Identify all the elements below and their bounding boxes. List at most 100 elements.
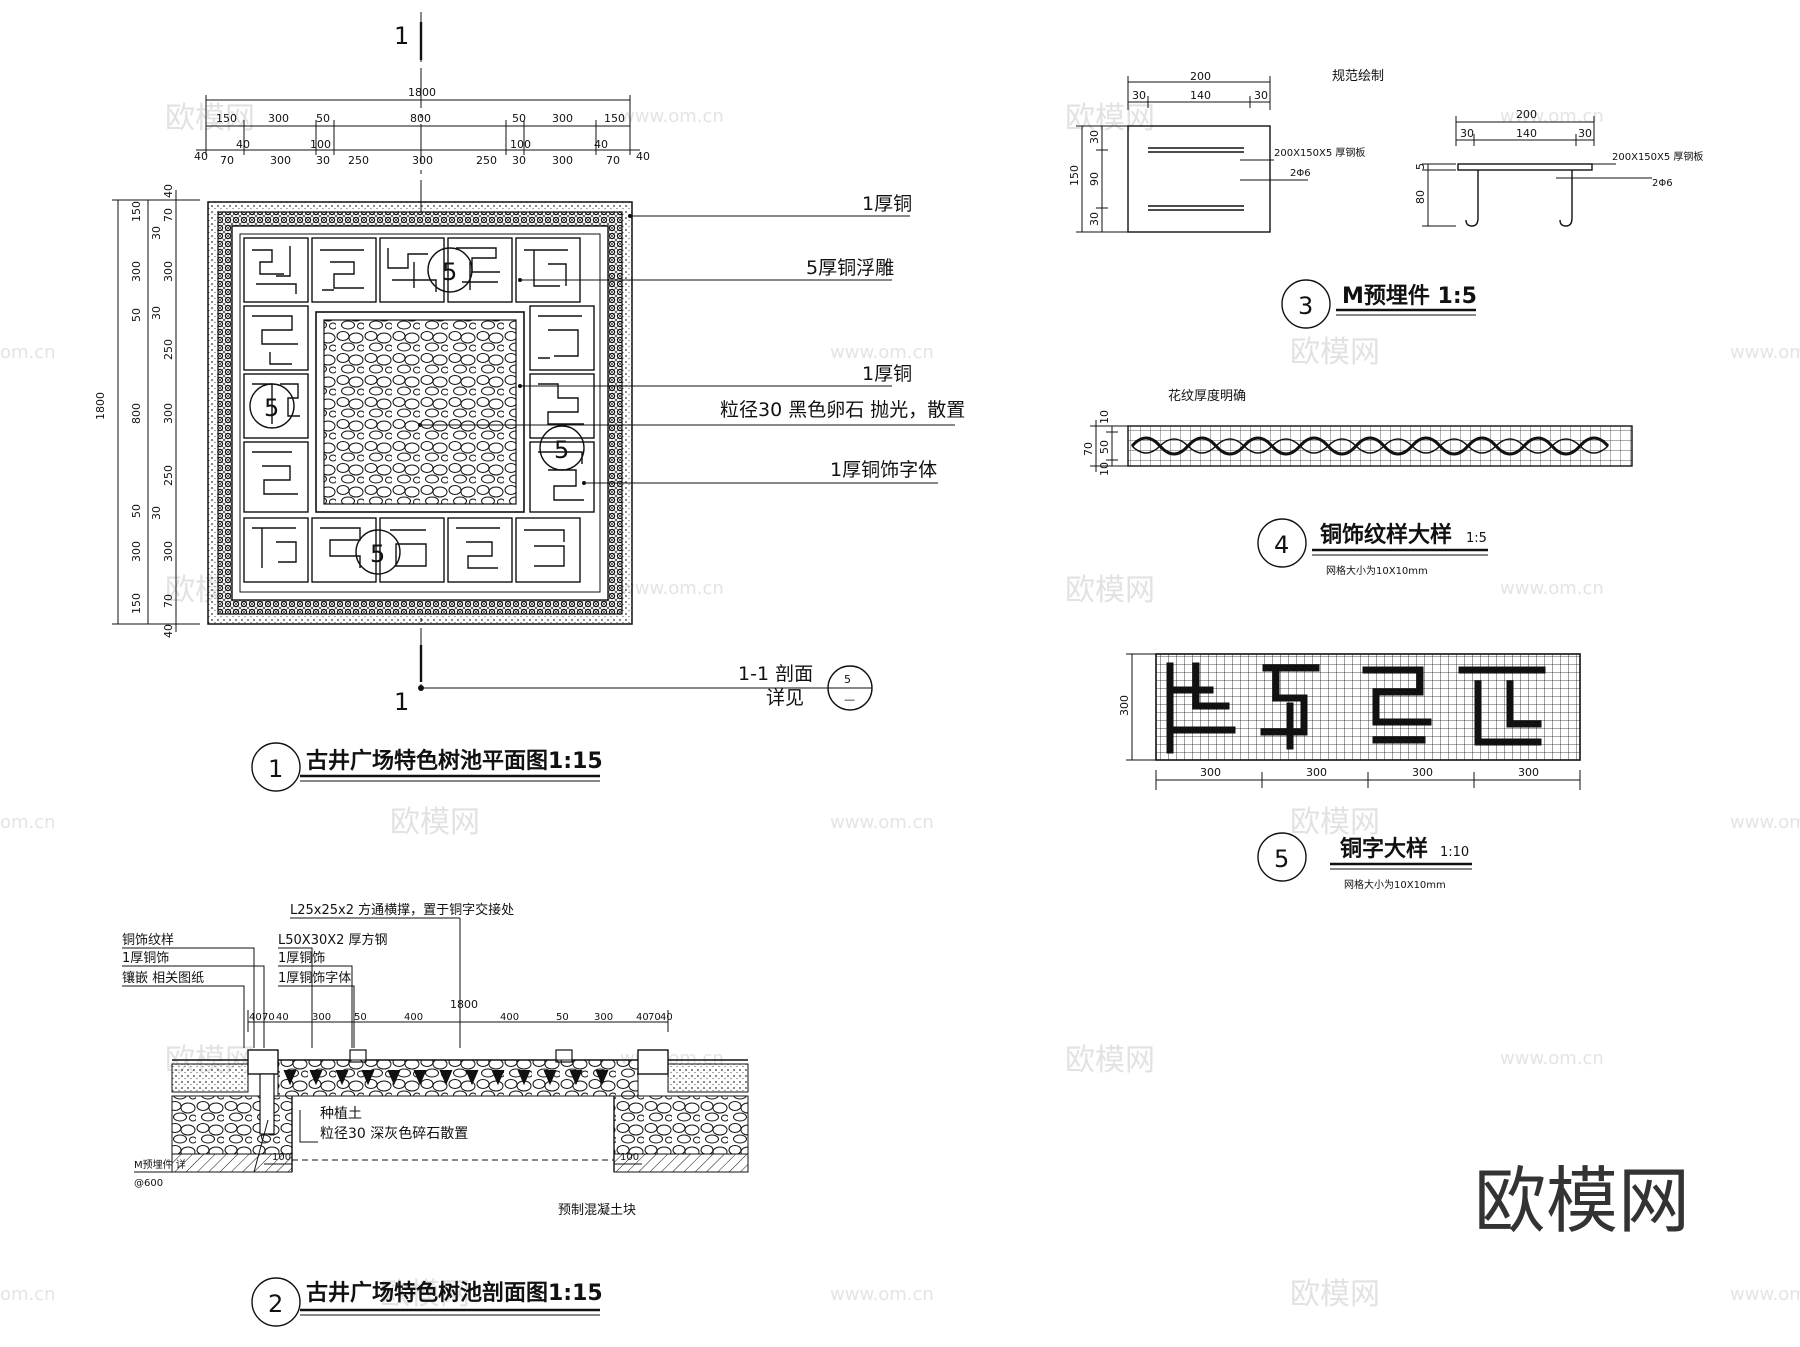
dim-text: 40	[194, 150, 208, 163]
dim-text: 300	[1118, 695, 1131, 716]
embed-side-bar-label: 2Φ6	[1652, 178, 1673, 189]
dim-text: 50	[512, 112, 526, 125]
label-copper-1: 1厚铜	[862, 193, 912, 215]
dim-text: 30	[1460, 127, 1474, 140]
dim-text: 30	[1088, 212, 1101, 226]
pattern-scale: 1:5	[1466, 531, 1487, 546]
dim-text: 300	[312, 1012, 331, 1023]
detail-mark: 5	[370, 540, 385, 568]
section-bubble-top: 5	[844, 673, 851, 686]
dim-text: 300	[162, 261, 175, 282]
section-label: 铜饰纹样	[122, 933, 174, 948]
watermark-url: om.cn	[0, 1284, 56, 1305]
watermark-brand: 欧模网	[1290, 335, 1380, 370]
dim-100-left: 100	[272, 1152, 291, 1163]
dim-text: 250	[162, 339, 175, 360]
watermark-url: www.om.cn	[1730, 342, 1800, 363]
glyph-note: 网格大小为10X10mm	[1344, 878, 1446, 891]
dim-text: 300	[1200, 766, 1221, 779]
dim-100-right: 100	[620, 1152, 639, 1163]
dim-text: 300	[594, 1012, 613, 1023]
watermark-brand: 欧模网	[380, 1277, 470, 1312]
brand-logo: 欧模网	[1474, 1159, 1690, 1243]
concrete-label: 预制混凝土块	[558, 1202, 636, 1218]
dim-text: 300	[130, 261, 143, 282]
watermark-brand: 欧模网	[1290, 1277, 1380, 1312]
watermark-url: www.om.cn	[1500, 1048, 1604, 1069]
dim-text: 40	[636, 1012, 649, 1023]
dim-text: 40	[162, 624, 175, 638]
soil-label: 种植土	[320, 1106, 362, 1122]
dim-text: 100	[510, 138, 531, 151]
watermark-url: www.om.cn	[1500, 578, 1604, 599]
dim-text: 40	[236, 138, 250, 151]
dim-text: 30	[1578, 127, 1592, 140]
dim-text: 70	[162, 594, 175, 608]
dim-left-total: 1800	[94, 392, 107, 420]
dim-top-total: 1800	[408, 86, 436, 99]
watermark-url: www.om.cn	[830, 812, 934, 833]
section-title: 古井广场特色树池剖面图1:15	[306, 1280, 603, 1306]
dim-text: 250	[476, 154, 497, 167]
section-bubble-bottom: —	[844, 693, 855, 706]
dim-text: 10	[1098, 410, 1111, 424]
dim-text: 50	[354, 1012, 367, 1023]
pattern-note: 网格大小为10X10mm	[1326, 564, 1428, 577]
glyph-title: 铜字大样	[1340, 836, 1428, 862]
watermark-url: www.om.cn	[830, 1284, 934, 1305]
dim-text: 200	[1190, 70, 1211, 83]
dim-text: 30	[316, 154, 330, 167]
section-mark-top: 1	[394, 22, 409, 50]
dim-text: 70	[648, 1012, 661, 1023]
dim-text: 5	[1414, 163, 1427, 170]
dim-text: 300	[1306, 766, 1327, 779]
dim-text: 40	[162, 184, 175, 198]
label-copper-2: 1厚铜	[862, 363, 912, 385]
dim-text: 40	[660, 1012, 673, 1023]
dim-text: 30	[1254, 89, 1268, 102]
dim-text: 300	[162, 403, 175, 424]
dim-text: 10	[1098, 462, 1111, 476]
dim-text: 300	[130, 541, 143, 562]
watermark-brand: 欧模网	[1065, 1043, 1155, 1078]
section-label: 1厚铜饰字体	[278, 971, 351, 986]
left-dimensions: 1800 150 300 50 800 50 300 150 40 70 30 …	[94, 184, 200, 638]
plan-title: 古井广场特色树池平面图1:15	[306, 748, 603, 774]
dim-text: 250	[162, 465, 175, 486]
title-number: 4	[1274, 531, 1289, 559]
dim-text: 150	[130, 593, 143, 614]
watermark-url: om.cn	[0, 812, 56, 833]
title-number: 1	[268, 755, 283, 783]
embed-side-plate-label: 200X150X5 厚钢板	[1612, 150, 1703, 163]
section-label: 1厚铜饰	[122, 951, 169, 966]
dim-text: 50	[130, 504, 143, 518]
dim-text: 250	[348, 154, 369, 167]
label-copper-font: 1厚铜饰字体	[830, 459, 937, 481]
embed-heading: 规范绘制	[1332, 69, 1384, 84]
section-layers	[171, 1049, 749, 1173]
dim-text: 70	[1082, 442, 1095, 456]
dim-text: 800	[410, 112, 431, 125]
embed-plate-label: 200X150X5 厚钢板	[1274, 146, 1365, 159]
dim-text: 150	[1068, 165, 1081, 186]
dim-text: 140	[1516, 127, 1537, 140]
dim-text: 100	[310, 138, 331, 151]
section-total: 1800	[450, 998, 478, 1011]
dim-text: 50	[556, 1012, 569, 1023]
dim-text: 150	[216, 112, 237, 125]
embed-sub: @600	[134, 1178, 163, 1189]
title-number: 5	[1274, 845, 1289, 873]
section-top-note: L25x25x2 方通横撑，置于铜字交接处	[290, 902, 514, 918]
dim-text: 30	[150, 226, 163, 240]
dim-text: 40	[594, 138, 608, 151]
dim-text: 40	[249, 1012, 262, 1023]
watermark-brand: 欧模网	[1290, 805, 1380, 840]
dim-text: 80	[1414, 190, 1427, 204]
dim-text: 300	[552, 154, 573, 167]
dim-text: 50	[316, 112, 330, 125]
embed-title: M预埋件 1:5	[1342, 284, 1477, 309]
watermark-brand: 欧模网	[1065, 101, 1155, 136]
label-copper-relief: 5厚铜浮雕	[806, 257, 894, 279]
detail-mark: 5	[442, 258, 457, 286]
section-view: L25x25x2 方通横撑，置于铜字交接处 铜饰纹样 1厚铜饰 镶嵌 相关图纸 …	[122, 902, 749, 1327]
